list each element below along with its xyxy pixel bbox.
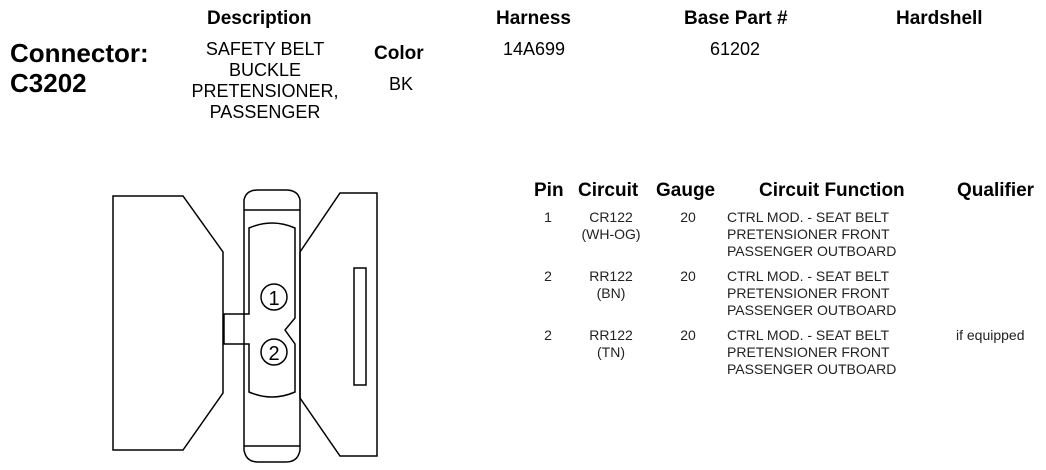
function-line: CTRL MOD. - SEAT BELT bbox=[727, 327, 890, 343]
gauge-cell: 20 bbox=[680, 268, 696, 284]
circuit-line: RR122 bbox=[589, 268, 633, 284]
pin-1-circle bbox=[260, 283, 288, 311]
pin-2-circle bbox=[260, 338, 288, 366]
function-line: CTRL MOD. - SEAT BELT bbox=[727, 209, 890, 225]
connector-label-text: Connector: bbox=[10, 38, 149, 68]
circuit-line: CR122 bbox=[589, 209, 633, 225]
description-line: PASSENGER bbox=[209, 102, 321, 122]
function-line: PRETENSIONER FRONT bbox=[727, 226, 890, 242]
pin-2-label: 2 bbox=[268, 343, 279, 365]
color-value: BK bbox=[389, 74, 414, 94]
connector-center-column bbox=[243, 189, 301, 463]
col-header-gauge: Gauge bbox=[656, 180, 716, 201]
circuit-line: (BN) bbox=[596, 285, 626, 301]
col-header-circuit: Circuit bbox=[578, 180, 639, 201]
circuit-cell: RR122 (TN) bbox=[566, 327, 656, 361]
hardshell-heading: Hardshell bbox=[896, 8, 983, 29]
pin-cell: 1 bbox=[544, 209, 552, 225]
base-part-heading: Base Part # bbox=[684, 8, 788, 29]
circuit-line: (WH-OG) bbox=[581, 226, 641, 242]
function-line: PASSENGER OUTBOARD bbox=[727, 361, 897, 377]
description-line: BUCKLE bbox=[228, 60, 302, 80]
col-header-pin: Pin bbox=[534, 180, 564, 201]
circuit-cell: RR122 (BN) bbox=[566, 268, 656, 302]
col-header-qualifier: Qualifier bbox=[957, 180, 1035, 201]
pin-cavity bbox=[223, 222, 296, 398]
pin-cell: 2 bbox=[544, 327, 552, 343]
pin-1-label: 1 bbox=[268, 288, 279, 310]
circuit-cell: CR122 (WH-OG) bbox=[566, 209, 656, 243]
connector-id: C3202 bbox=[10, 68, 87, 98]
function-cell: CTRL MOD. - SEAT BELT PRETENSIONER FRONT… bbox=[727, 268, 896, 319]
qualifier-cell: if equipped bbox=[956, 327, 1025, 343]
pin-cell: 2 bbox=[544, 268, 552, 284]
base-part-value: 61202 bbox=[710, 39, 761, 59]
harness-value: 14A699 bbox=[503, 39, 566, 59]
harness-heading: Harness bbox=[496, 8, 571, 29]
function-cell: CTRL MOD. - SEAT BELT PRETENSIONER FRONT… bbox=[727, 209, 896, 260]
col-header-circuit-function: Circuit Function bbox=[759, 180, 905, 201]
connector-body-left bbox=[112, 195, 224, 451]
description-line: SAFETY BELT bbox=[205, 39, 325, 59]
function-cell: CTRL MOD. - SEAT BELT PRETENSIONER FRONT… bbox=[727, 327, 896, 378]
function-line: PASSENGER OUTBOARD bbox=[727, 243, 897, 259]
circuit-line: RR122 bbox=[589, 327, 633, 343]
connector-label: Connector: C3202 bbox=[10, 38, 149, 98]
gauge-cell: 20 bbox=[680, 209, 696, 225]
gauge-cell: 20 bbox=[680, 327, 696, 343]
color-heading: Color bbox=[374, 43, 424, 64]
circuit-line: (TN) bbox=[597, 344, 625, 360]
function-line: PASSENGER OUTBOARD bbox=[727, 302, 897, 318]
description-heading: Description bbox=[207, 8, 312, 29]
function-line: PRETENSIONER FRONT bbox=[727, 285, 890, 301]
latch-slot bbox=[353, 267, 367, 386]
description-line: PRETENSIONER, bbox=[191, 81, 339, 101]
description-text: SAFETY BELT BUCKLE PRETENSIONER, PASSENG… bbox=[165, 39, 365, 123]
function-line: CTRL MOD. - SEAT BELT bbox=[727, 268, 890, 284]
function-line: PRETENSIONER FRONT bbox=[727, 344, 890, 360]
